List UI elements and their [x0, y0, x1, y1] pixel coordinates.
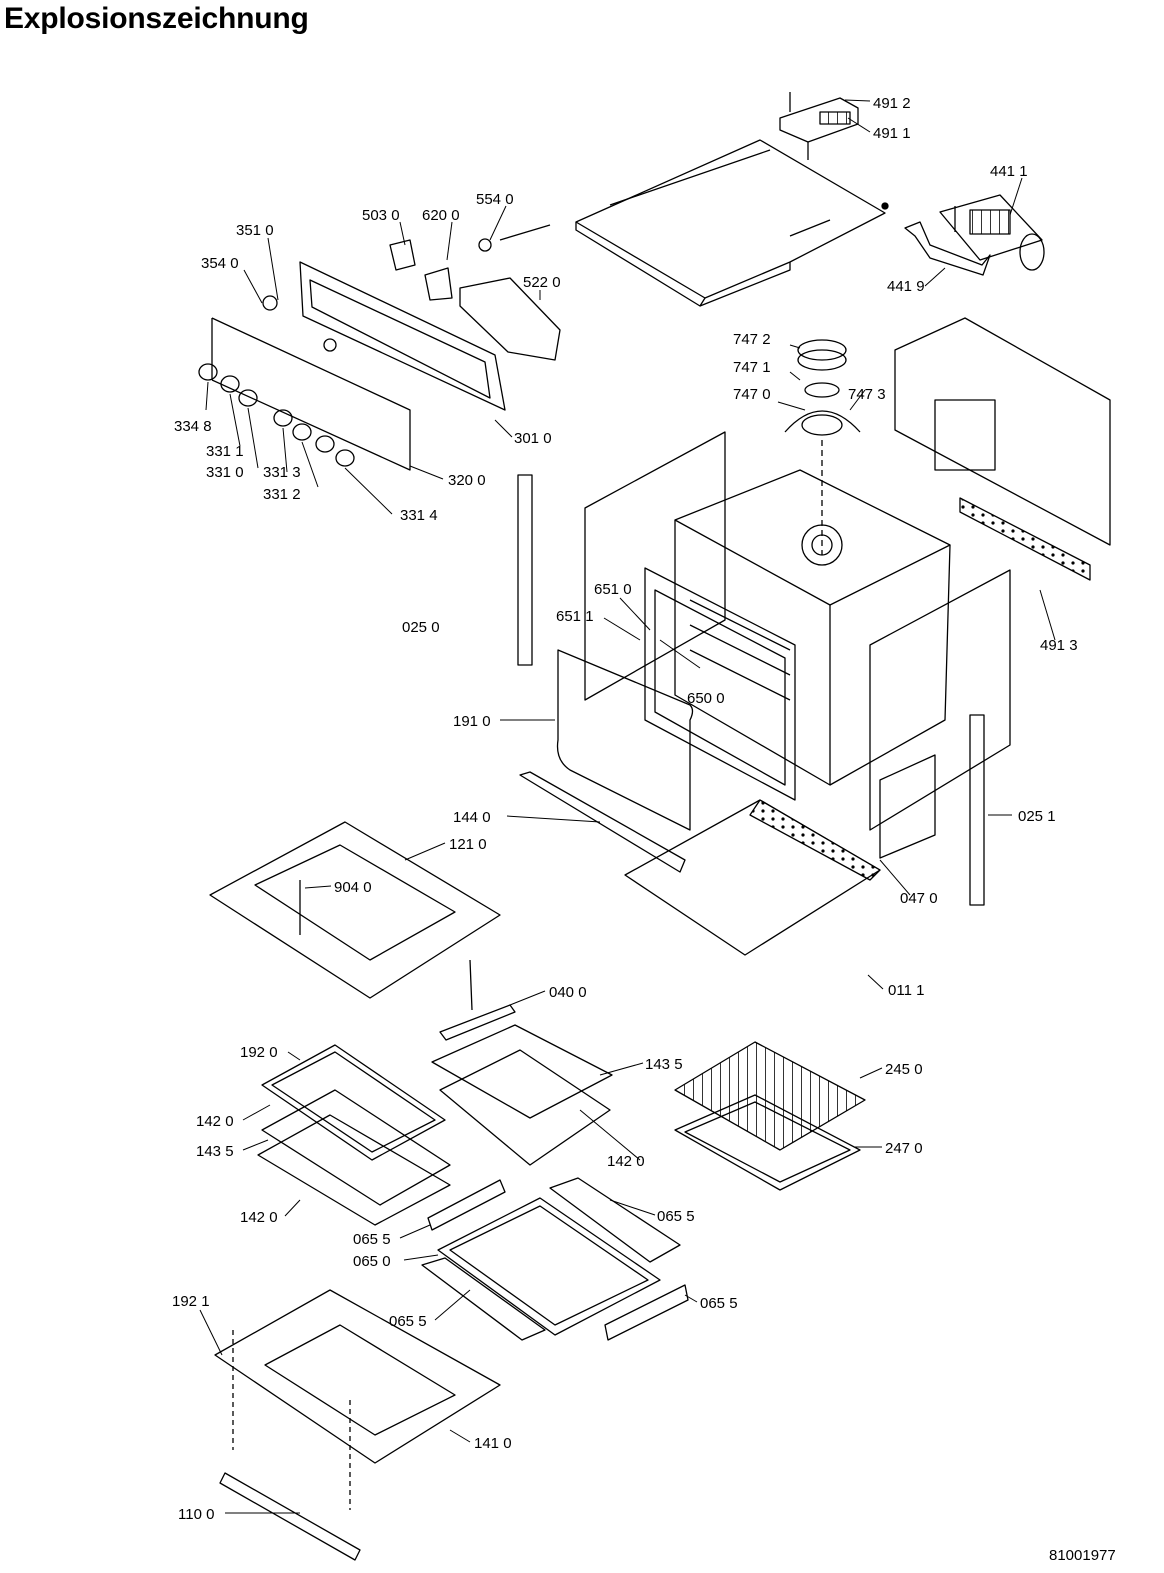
part-label: 192 1 — [172, 1293, 210, 1310]
part-label: 651 1 — [556, 608, 594, 625]
part-label: 065 5 — [657, 1208, 695, 1225]
part-label: 747 3 — [848, 386, 886, 403]
part-label: 144 0 — [453, 809, 491, 826]
part-label: 025 0 — [402, 619, 440, 636]
part-label: 065 5 — [389, 1313, 427, 1330]
part-label: 620 0 — [422, 207, 460, 224]
part-label: 354 0 — [201, 255, 239, 272]
part-label: 141 0 — [474, 1435, 512, 1452]
part-label: 245 0 — [885, 1061, 923, 1078]
inner-glass-panels — [431, 1024, 613, 1166]
part-label: 065 5 — [353, 1231, 391, 1248]
motor-bracket — [904, 221, 991, 276]
part-label: 331 0 — [206, 464, 244, 481]
part-label: 192 0 — [240, 1044, 278, 1061]
part-label: 491 1 — [873, 125, 911, 142]
outer-door — [214, 1289, 501, 1510]
part-label: 522 0 — [523, 274, 561, 291]
part-label: 011 1 — [888, 982, 924, 999]
front-frame — [644, 567, 796, 801]
vent-cover — [779, 92, 859, 160]
part-label: 331 2 — [263, 486, 301, 503]
part-label: 143 5 — [645, 1056, 683, 1073]
side-trim-left — [517, 474, 533, 666]
bottom-plate — [624, 799, 881, 956]
part-label: 047 0 — [900, 890, 938, 907]
part-label: 904 0 — [334, 879, 372, 896]
back-wall-panel — [894, 317, 1111, 581]
door-handle-bar — [219, 1472, 361, 1561]
baking-tray — [674, 1094, 861, 1191]
part-labels: 491 2 491 1 441 1 441 9 503 0 620 0 554 … — [172, 95, 1078, 1523]
part-label: 040 0 — [549, 984, 587, 1001]
part-label: 441 9 — [887, 278, 925, 295]
control-knobs — [198, 363, 355, 467]
part-label: 025 1 — [1018, 808, 1056, 825]
control-electronics — [389, 224, 561, 361]
part-label: 142 0 — [196, 1113, 234, 1130]
part-label: 441 1 — [990, 163, 1028, 180]
part-label: 110 0 — [178, 1506, 214, 1523]
part-label: 747 0 — [733, 386, 771, 403]
door-hinge — [439, 959, 516, 1041]
part-label: 747 1 — [733, 359, 771, 376]
part-label: 331 1 — [206, 443, 244, 460]
part-label: 554 0 — [476, 191, 514, 208]
part-label: 247 0 — [885, 1140, 923, 1157]
leader-lines — [199, 99, 1056, 1514]
part-label: 351 0 — [236, 222, 274, 239]
control-panel-front — [211, 317, 411, 471]
glass-frame — [421, 1177, 689, 1341]
part-label: 650 0 — [687, 690, 725, 707]
part-label: 301 0 — [514, 430, 552, 447]
door-seal — [556, 649, 694, 831]
part-label: 142 0 — [240, 1209, 278, 1226]
top-cover-plate — [575, 139, 889, 307]
oven-rack — [674, 1041, 866, 1151]
part-label: 503 0 — [362, 207, 400, 224]
part-label: 121 0 — [449, 836, 487, 853]
oven-cavity — [674, 469, 951, 786]
control-panel-frame — [262, 261, 506, 411]
right-side-panel — [869, 569, 1011, 859]
part-label: 320 0 — [448, 472, 486, 489]
bottom-trim — [519, 771, 686, 873]
part-label: 142 0 — [607, 1153, 645, 1170]
part-label: 334 8 — [174, 418, 212, 435]
part-label: 491 3 — [1040, 637, 1078, 654]
part-label: 331 4 — [400, 507, 438, 524]
document-number: 81001977 — [1049, 1547, 1116, 1564]
cooling-fan-motor — [939, 194, 1045, 271]
part-label: 491 2 — [873, 95, 911, 112]
part-label: 065 5 — [700, 1295, 738, 1312]
side-trim-right — [969, 714, 985, 906]
part-label: 065 0 — [353, 1253, 391, 1270]
part-label: 143 5 — [196, 1143, 234, 1160]
door-glass-stack — [257, 1044, 451, 1226]
convection-fan — [784, 339, 861, 555]
part-label: 331 3 — [263, 464, 301, 481]
part-label: 747 2 — [733, 331, 771, 348]
part-label: 651 0 — [594, 581, 632, 598]
door-inner-panel — [209, 821, 501, 999]
part-label: 191 0 — [453, 713, 491, 730]
left-side-panel — [584, 431, 726, 701]
page-title: Explosionszeichnung — [4, 2, 309, 35]
